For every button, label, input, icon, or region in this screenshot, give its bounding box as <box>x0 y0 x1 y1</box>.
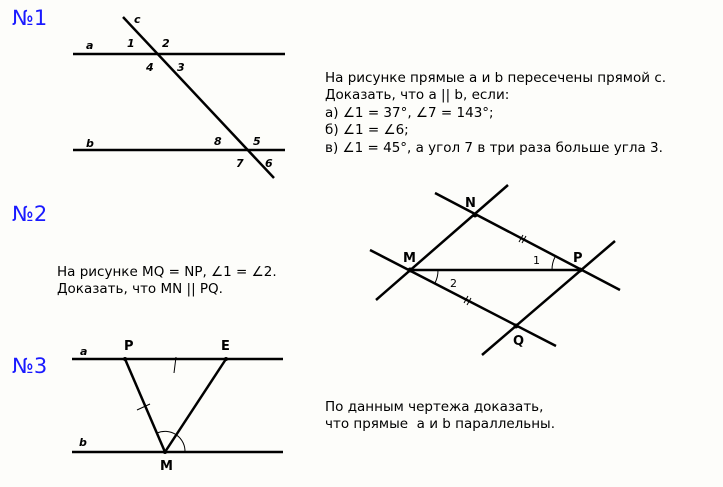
text-line: По данным чертежа доказать, <box>325 398 544 415</box>
label-c: c <box>134 13 141 26</box>
angle-4: 4 <box>145 61 154 74</box>
angle-arc-m <box>156 430 186 453</box>
figure-2 <box>369 184 621 356</box>
text-line: б) ∠1 = ∠6; <box>325 122 409 138</box>
angle-7: 7 <box>236 157 244 170</box>
problem-1-number: №1 <box>12 6 48 30</box>
point-q: Q <box>513 334 524 349</box>
tick-marks-np <box>518 234 527 244</box>
problem-1-text: На рисунке прямые a и b пересечены прямо… <box>325 52 666 175</box>
angle-arc-1 <box>551 256 556 271</box>
problem-3-text: По данным чертежа доказать,что прямые a … <box>325 381 555 451</box>
text-line: Доказать, что MN || PQ. <box>57 281 223 297</box>
segment-pm <box>123 358 167 453</box>
angle-2: 2 <box>162 37 170 50</box>
tick-pm <box>136 403 151 411</box>
problem-2-text: На рисунке MQ = NP, ∠1 = ∠2.Доказать, чт… <box>57 246 277 316</box>
angle-5: 5 <box>253 135 261 148</box>
angle-3: 3 <box>177 61 185 74</box>
figure-1 <box>73 16 285 179</box>
point-e: E <box>221 339 230 354</box>
point-p: P <box>124 339 134 354</box>
problem-3-number: №3 <box>12 354 48 378</box>
tick-pe <box>173 356 177 374</box>
figure-3 <box>72 356 283 454</box>
label-a: a <box>86 39 93 52</box>
angle-1: 1 <box>127 37 135 50</box>
line-c <box>122 16 275 179</box>
tick-marks-mq <box>463 295 472 306</box>
problem-2-number: №2 <box>12 202 48 226</box>
angle-arc-2 <box>434 269 439 284</box>
label-b: b <box>86 137 94 150</box>
text-line: Доказать, что a || b, если: <box>325 87 510 103</box>
point-m: M <box>160 459 173 474</box>
angle-label-1: 1 <box>533 254 540 267</box>
text-line: На рисунке прямые a и b пересечены прямо… <box>325 69 667 86</box>
angle-6: 6 <box>265 157 273 170</box>
point-m: M <box>403 251 416 266</box>
line-pq <box>481 240 616 356</box>
angle-label-2: 2 <box>450 277 457 290</box>
label-b: b <box>79 436 87 449</box>
text-line: в) ∠1 = 45°, а угол 7 в три раза больше … <box>325 139 663 156</box>
text-line: На рисунке MQ = NP, ∠1 = ∠2. <box>57 263 277 280</box>
point-n: N <box>465 196 476 211</box>
line-mq <box>369 248 557 348</box>
line-np <box>434 191 621 292</box>
text-line: что прямые a и b параллельны. <box>325 416 555 432</box>
line-mn <box>375 184 509 301</box>
text-line: а) ∠1 = 37°, ∠7 = 143°; <box>325 104 494 121</box>
point-p: P <box>573 251 583 266</box>
angle-8: 8 <box>214 135 222 148</box>
label-a: a <box>80 345 87 358</box>
segment-em <box>163 358 228 453</box>
